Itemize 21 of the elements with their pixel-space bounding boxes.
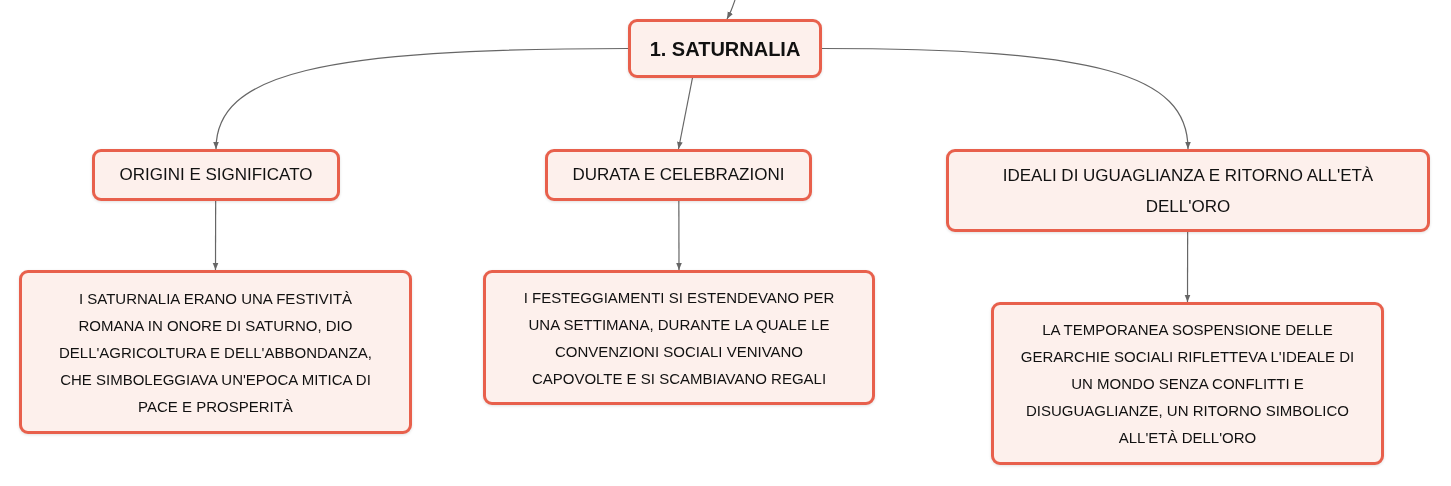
topic-text: DURATA E CELEBRAZIONI bbox=[572, 164, 785, 186]
detail-box bbox=[483, 270, 875, 405]
topic-text: I SATURNALIA ERANO UNA FESTIVITÀ ROMANA IN ONORE DI SATURNO, DIO DELL'AGRICOLTURA E DELL'ABBONDANZA, CHE SIMBOLEGGIAVA UN'EPOCA MITICA DI PACE E PROSPERITÀ bbox=[57, 288, 373, 417]
arrow bbox=[1184, 231, 1191, 303]
topic-text: IDEALI DI UGUAGLIANZA E RITORNO ALL'ETÀ DELL'ORO bbox=[1001, 164, 1375, 218]
arrow bbox=[212, 200, 219, 271]
topic-text: LA TEMPORANEA SOSPENSIONE DELLE GERARCHIE SOCIALI RIFLETTEVA L'IDEALE DI UN MONDO SENZA CONFLITTI E DISUGUAGLIANZE, UN RITORNO SIMBOLICO ALL'ETÀ DELL'ORO bbox=[1019, 320, 1356, 448]
arrow bbox=[214, 47, 629, 150]
topic-box bbox=[545, 149, 812, 201]
arrow bbox=[676, 200, 682, 271]
arrow bbox=[677, 77, 694, 150]
topic-box bbox=[946, 149, 1430, 232]
central-topic-box bbox=[628, 19, 822, 78]
arrow bbox=[726, 0, 736, 20]
detail-box bbox=[991, 302, 1384, 465]
topic-text: 1. SATURNALIA bbox=[649, 36, 801, 61]
arrow bbox=[821, 47, 1191, 150]
topic-box bbox=[92, 149, 340, 201]
detail-box bbox=[19, 270, 412, 434]
topic-text: ORIGINI E SIGNIFICATO bbox=[119, 164, 313, 186]
topic-text: I FESTEGGIAMENTI SI ESTENDEVANO PER UNA SETTIMANA, DURANTE LA QUALE LE CONVENZIONI SOCIALI VENIVANO CAPOVOLTE E SI SCAMBIAVANO REGALI bbox=[522, 287, 836, 389]
